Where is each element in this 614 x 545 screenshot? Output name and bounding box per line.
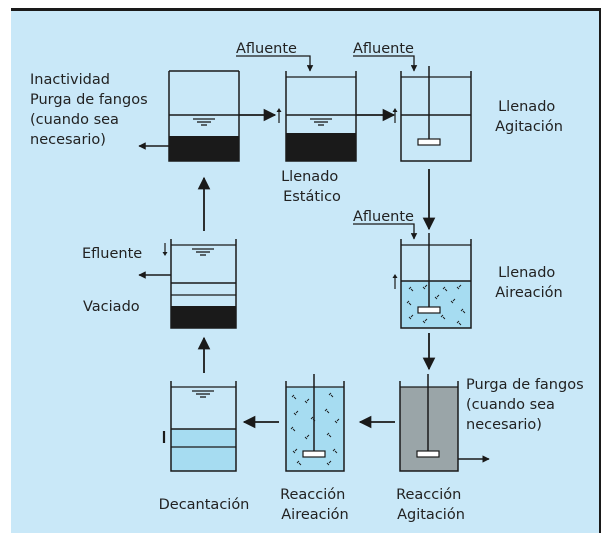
mixer-icon (302, 374, 326, 458)
water-level-icon (310, 118, 332, 126)
water-level-icon (192, 248, 214, 256)
tank-inactividad (168, 70, 240, 162)
sbr-cycle-diagram: Inactividad Purga de fangos (cuando sea … (30, 41, 588, 523)
llenado-agitacion-line-1: Llenado (498, 99, 555, 115)
mixer-icon (417, 233, 441, 314)
inactividad-line-3: (cuando sea (30, 112, 119, 128)
tank-vaciado (162, 239, 237, 329)
llenado-estatico-line-1: Llenado (281, 169, 338, 185)
mixer-icon (417, 66, 441, 146)
inactividad-line-2: Purga de fangos (30, 92, 148, 108)
tank-llenado-aireacion (392, 233, 472, 329)
afluente-label-3: Afluente (353, 209, 414, 225)
inactividad-line-1: Inactividad (30, 72, 110, 88)
level-rise-icon (392, 274, 398, 289)
decantacion-label: Decantación (159, 497, 250, 513)
purga-label: Purga de fangos (cuando sea necesario) (466, 377, 588, 433)
inactividad-label: Inactividad Purga de fangos (cuando sea … (30, 72, 152, 148)
mixer-icon (416, 374, 440, 458)
llenado-aireacion-line-2: Aireación (495, 285, 562, 301)
level-rise-icon (392, 108, 398, 123)
tank-llenado-agitacion (392, 66, 472, 162)
level-drop-icon (162, 243, 168, 256)
inlet-arrow-1 (236, 55, 314, 72)
tank-reaccion-aireacion (285, 374, 345, 472)
llenado-estatico-line-2: Estático (283, 189, 341, 205)
inactividad-line-4: necesario) (30, 132, 106, 148)
purga-line-1: Purga de fangos (466, 377, 584, 393)
inlet-arrow-3 (353, 223, 418, 240)
reaccion-aireacion-label: Reacción Aireación (280, 487, 350, 523)
reaccion-aireacion-line-1: Reacción (280, 487, 345, 503)
reaccion-agitacion-line-2: Agitación (397, 507, 465, 523)
air-bubbles-icon (406, 284, 466, 326)
level-rise-icon (276, 108, 282, 123)
llenado-estatico-label: Llenado Estático (281, 169, 343, 205)
reaccion-aireacion-line-2: Aireación (281, 507, 348, 523)
air-bubbles-icon (290, 392, 340, 466)
llenado-agitacion-label: Llenado Agitación (495, 99, 563, 135)
afluente-label-2: Afluente (353, 41, 414, 57)
diagram-frame: Inactividad Purga de fangos (cuando sea … (11, 8, 601, 533)
llenado-aireacion-label: Llenado Aireación (495, 265, 562, 301)
tank-reaccion-agitacion (399, 374, 459, 472)
reaccion-agitacion-label: Reacción Agitación (396, 487, 466, 523)
reaccion-agitacion-line-1: Reacción (396, 487, 461, 503)
llenado-aireacion-line-1: Llenado (498, 265, 555, 281)
water-level-icon (193, 118, 215, 126)
vaciado-label: Vaciado (83, 299, 140, 315)
purga-line-2: (cuando sea (466, 397, 555, 413)
efluente-label: Efluente (82, 246, 142, 262)
inlet-arrow-2 (353, 55, 418, 72)
tank-llenado-estatico (276, 71, 357, 162)
water-level-icon (192, 390, 214, 398)
llenado-agitacion-line-2: Agitación (495, 119, 563, 135)
purga-line-3: necesario) (466, 417, 542, 433)
afluente-label-1: Afluente (236, 41, 297, 57)
tank-decantacion (162, 381, 237, 472)
